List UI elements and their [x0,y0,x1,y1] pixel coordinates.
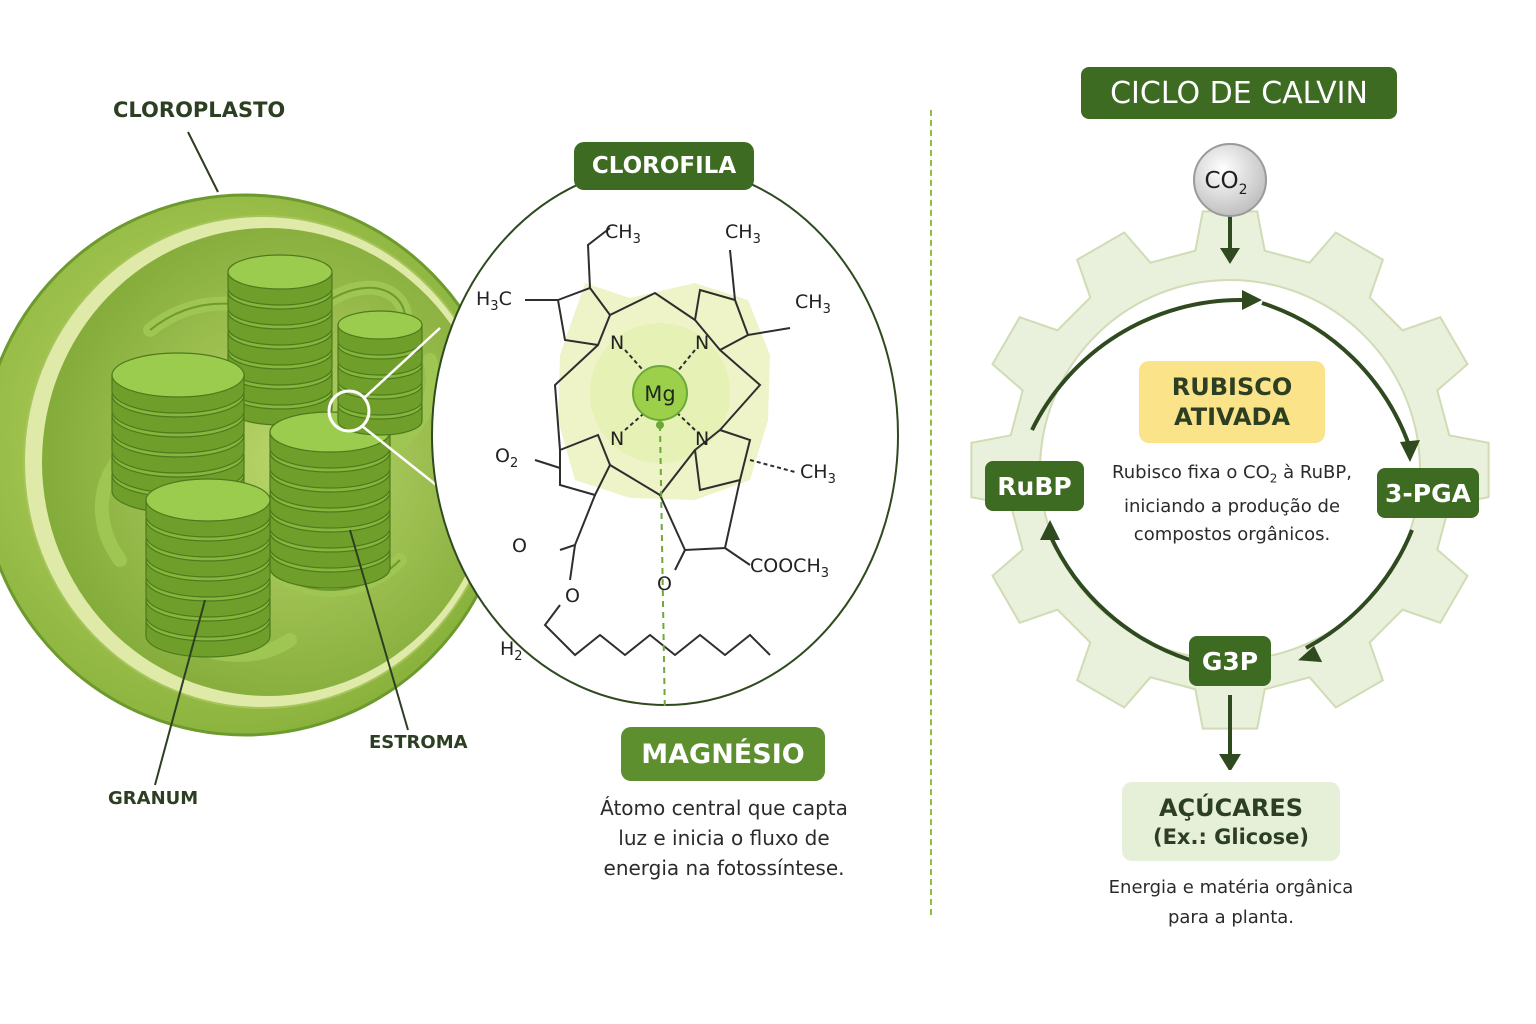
mg-pointer-line [659,424,666,710]
o2-left: O2 [495,445,518,471]
rubisco-desc-line: Rubisco fixa o CO2 à RuBP, [1112,462,1352,486]
sugar-arrow-head [1219,754,1241,770]
ch3-top-right: CH3 [725,221,761,247]
o-ester-left: O [512,535,527,557]
o-ester-link: O [565,585,580,607]
arrow-head-top [1242,290,1262,310]
magnesium-desc-line: Átomo central que capta [600,796,848,820]
n-atom-1: N [610,332,624,354]
chloroplast-pointer-line [187,131,219,193]
magnesium-desc-line: luz e inicia o fluxo de [618,826,830,850]
sugars-box: AÇÚCARES (Ex.: Glicose) [1122,782,1340,861]
cycle-arrows [1030,297,1414,662]
magnesium-title: MAGNÉSIO [621,727,825,781]
mg-pointer-dot [656,421,664,429]
chloroplast-illustration [0,131,512,786]
h2-tail: H2 [500,638,523,664]
sugars-description: Energia e matéria orgânica para a planta… [1080,873,1382,933]
rubisco-desc-line: iniciando a produção de [1123,495,1341,517]
h3c-left: H3C [476,288,512,314]
zoom-circle [327,389,371,433]
granum-stacks [111,254,423,658]
magnesium-description: Átomo central que capta luz e inicia o f… [574,793,874,883]
granum-stack [145,478,271,658]
mg-atom [632,365,688,421]
co2-arrow-head [1220,248,1240,264]
thylakoid-disc-top [227,254,333,290]
calvin-title: CICLO DE CALVIN [1081,67,1397,119]
arrow-head-bottom [1298,645,1323,663]
rubisco-box: RUBISCO ATIVADA [1139,361,1325,443]
arrow-head-left [1040,520,1060,540]
chlorophyll-illustration: Mg N N N N CH3 CH3 H3C CH3 CH3 O2 O O O … [431,164,899,710]
ch3-top-left: CH3 [605,221,641,247]
thylakoid-disc-top [111,352,245,398]
ch3-right: CH3 [795,291,831,317]
sugars-line-1: AÇÚCARES [1158,793,1304,822]
thylakoid-disc-top [145,478,271,522]
co2-label: CO2 [1204,168,1247,198]
node-rubp: RuBP [985,461,1084,511]
o-keto: O [657,573,672,595]
zoom-line-bottom [361,425,441,489]
sugars-line-2: (Ex.: Glicose) [1152,824,1310,849]
magnesium-desc-line: energia na fotossíntese. [603,856,845,880]
rubisco-line-2: ATIVADA [1173,403,1291,431]
section-divider [930,110,932,915]
ch3-lower-right: CH3 [800,461,836,487]
rubisco-line-1: RUBISCO [1171,373,1293,401]
node-3pga: 3-PGA [1377,468,1479,518]
calvin-cycle-diagram: CO2 [970,143,1490,770]
chlorophyll-title: CLOROFILA [574,142,754,190]
molecule-bonds [525,227,796,657]
arrow-head-right [1400,440,1420,462]
chloroplast-label: CLOROPLASTO [113,98,286,122]
sugars-desc-line: para a planta. [1167,907,1295,928]
n-atom-3: N [610,428,624,450]
stroma-pointer-line [349,529,409,731]
granum-pointer-line [154,599,206,786]
mg-symbol: Mg [644,382,675,406]
thylakoid-disc-top [337,310,423,340]
cooch3: COOCH3 [750,555,829,581]
n-atom-4: N [695,428,709,450]
rubisco-desc-line: compostos orgânicos. [1133,523,1331,545]
stroma-label: ESTROMA [369,732,468,753]
n-atom-2: N [695,332,709,354]
sugars-desc-line: Energia e matéria orgânica [1108,877,1354,898]
rubisco-description: Rubisco fixa o CO2 à RuBP, iniciando a p… [1090,459,1374,549]
co2-bubble [1193,143,1267,217]
node-g3p: G3P [1189,636,1271,686]
zoom-line-top [363,327,441,399]
granum-stack [269,411,391,589]
granum-label: GRANUM [108,788,199,809]
